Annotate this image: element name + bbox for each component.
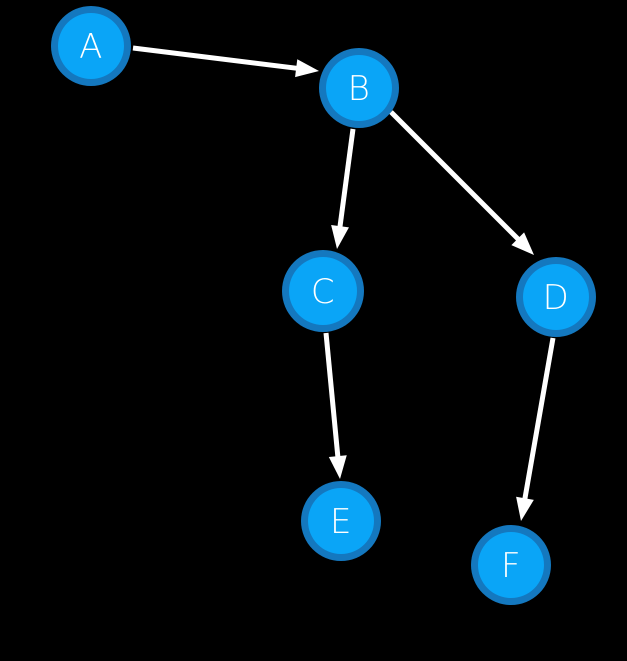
edge-arrowhead: [511, 232, 534, 255]
nodes-layer: A B C D E F: [51, 6, 596, 605]
node-label: D: [543, 278, 570, 318]
edge-b-to-c: [331, 128, 356, 249]
edge-d-to-f: [516, 337, 556, 521]
graph-node-d[interactable]: D: [516, 257, 596, 337]
edge-arrowhead: [328, 455, 347, 479]
node-fill: [289, 257, 357, 325]
edges-layer: [132, 45, 556, 521]
edge-shaft: [337, 128, 356, 229]
graph-node-f[interactable]: F: [471, 525, 551, 605]
edge-a-to-b: [132, 45, 319, 78]
edge-shaft: [389, 110, 521, 242]
node-fill: [58, 13, 124, 79]
edge-shaft: [522, 337, 556, 501]
node-fill: [523, 264, 589, 330]
node-label: E: [330, 502, 352, 542]
graph-node-c[interactable]: C: [282, 250, 364, 332]
edge-c-to-e: [323, 332, 347, 479]
node-fill: [326, 55, 392, 121]
node-label: C: [311, 272, 335, 312]
graph-node-a[interactable]: A: [51, 6, 131, 86]
edge-arrowhead: [331, 225, 349, 249]
graph-node-e[interactable]: E: [301, 481, 381, 561]
edge-arrowhead: [516, 496, 534, 521]
edge-arrowhead: [295, 59, 319, 78]
node-label: F: [501, 546, 521, 586]
edge-b-to-d: [389, 110, 534, 255]
node-fill: [308, 488, 374, 554]
node-fill: [478, 532, 544, 598]
node-label: A: [79, 27, 103, 67]
node-label: B: [348, 69, 371, 109]
graph-node-b[interactable]: B: [319, 48, 399, 128]
edge-shaft: [323, 332, 341, 459]
edge-shaft: [132, 45, 299, 71]
